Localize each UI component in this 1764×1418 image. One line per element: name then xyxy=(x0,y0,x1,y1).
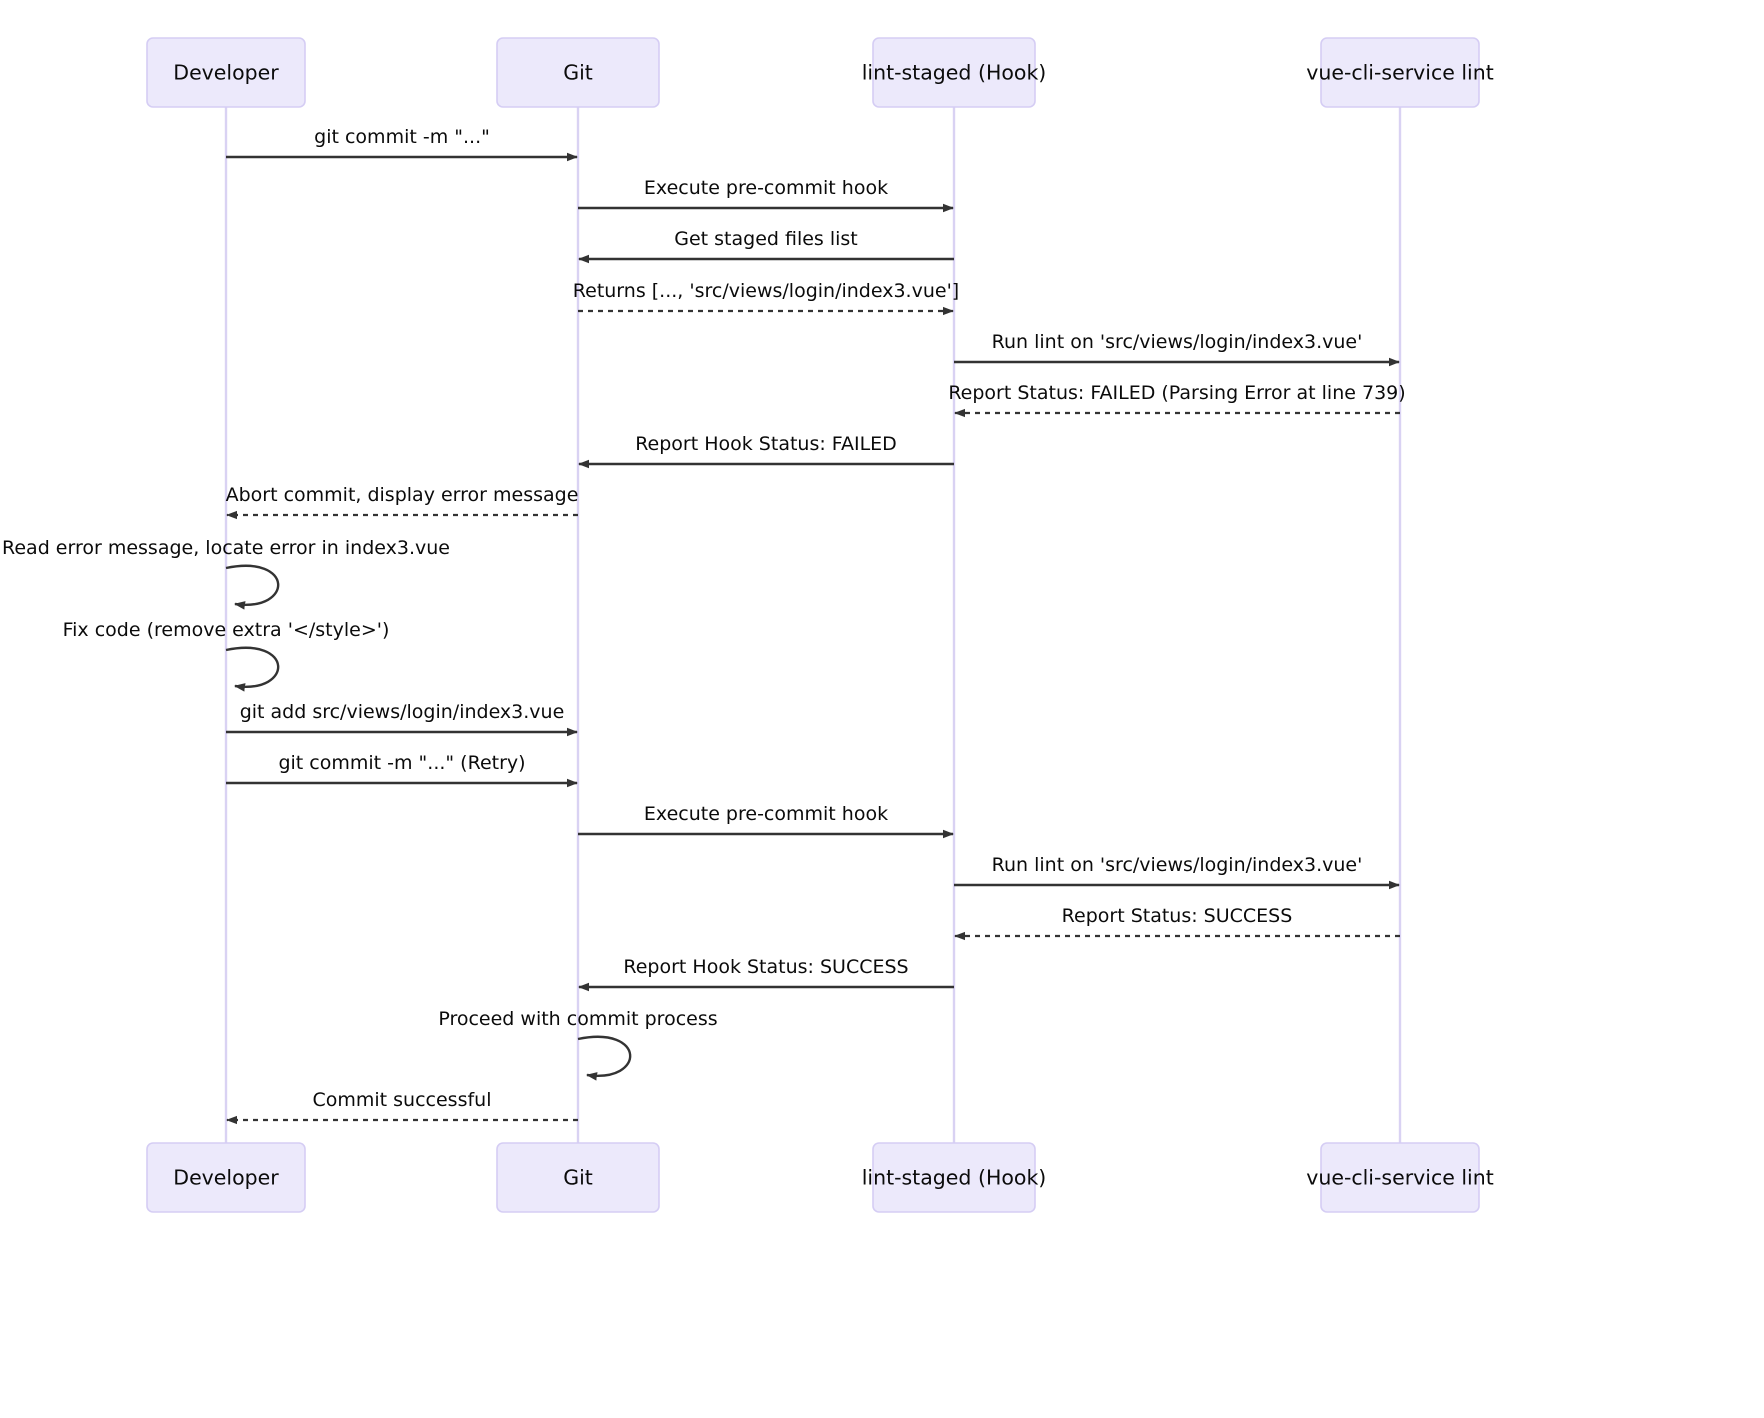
actor-label-developer-bottom: Developer xyxy=(173,1166,279,1190)
actor-box-git-top[interactable] xyxy=(496,37,660,108)
message-7[interactable]: Abort commit, display error message xyxy=(226,484,579,520)
self-loop-arrow-9 xyxy=(225,646,280,692)
actor-label-lintstaged-top: lint-staged (Hook) xyxy=(862,61,1047,85)
message-label-16: Proceed with commit process xyxy=(438,1008,717,1030)
actors-bottom-group: Developer Git lint-staged (Hook) vue-cli-se… xyxy=(146,1142,1494,1213)
message-17[interactable]: Commit successful xyxy=(226,1089,578,1125)
message-11[interactable]: git commit -m "..." (Retry) xyxy=(226,752,578,788)
message-label-4: Run lint on 'src/views/login/index3.vue' xyxy=(992,331,1363,353)
message-2[interactable]: Get staged files list xyxy=(578,228,954,264)
message-label-17: Commit successful xyxy=(312,1089,491,1111)
message-label-7: Abort commit, display error message xyxy=(226,484,579,506)
lifelines-group xyxy=(224,107,1402,1143)
message-label-6: Report Hook Status: FAILED xyxy=(635,433,897,455)
message-6[interactable]: Report Hook Status: FAILED xyxy=(578,433,954,469)
message-3[interactable]: Returns [..., 'src/views/login/index3.vu… xyxy=(573,280,959,316)
message-label-5: Report Status: FAILED (Parsing Error at … xyxy=(948,382,1405,404)
message-1[interactable]: Execute pre-commit hook xyxy=(578,177,954,213)
message-8[interactable]: Read error message, locate error in inde… xyxy=(2,537,450,610)
message-label-10: git add src/views/login/index3.vue xyxy=(240,701,565,723)
message-label-0: git commit -m "..." xyxy=(314,126,490,148)
actor-box-lintstaged-top[interactable] xyxy=(872,37,1036,108)
message-label-14: Report Status: SUCCESS xyxy=(1062,905,1293,927)
message-13[interactable]: Run lint on 'src/views/login/index3.vue' xyxy=(954,854,1400,890)
message-4[interactable]: Run lint on 'src/views/login/index3.vue' xyxy=(954,331,1400,367)
actor-box-developer-bottom[interactable] xyxy=(146,1142,306,1213)
actor-box-vuelint-bottom[interactable] xyxy=(1320,1142,1480,1213)
self-loop-arrow-16 xyxy=(577,1035,632,1081)
messages-group: git commit -m "..." Execute pre-commit ho… xyxy=(2,126,1406,1125)
actor-label-git-bottom: Git xyxy=(563,1166,593,1190)
actor-label-developer-top: Developer xyxy=(173,61,279,85)
actor-label-git-top: Git xyxy=(563,61,593,85)
message-label-8: Read error message, locate error in inde… xyxy=(2,537,450,559)
message-5[interactable]: Report Status: FAILED (Parsing Error at … xyxy=(948,382,1406,418)
message-12[interactable]: Execute pre-commit hook xyxy=(578,803,954,839)
self-loop-arrow-8 xyxy=(225,564,280,610)
message-label-3: Returns [..., 'src/views/login/index3.vu… xyxy=(573,280,959,302)
message-label-15: Report Hook Status: SUCCESS xyxy=(623,956,908,978)
actor-box-git-bottom[interactable] xyxy=(496,1142,660,1213)
message-14[interactable]: Report Status: SUCCESS xyxy=(954,905,1400,941)
message-10[interactable]: git add src/views/login/index3.vue xyxy=(226,701,578,737)
actor-label-vuelint-top: vue-cli-service lint xyxy=(1306,61,1494,85)
message-label-9: Fix code (remove extra '</style>') xyxy=(63,619,390,641)
message-15[interactable]: Report Hook Status: SUCCESS xyxy=(578,956,954,992)
actor-box-lintstaged-bottom[interactable] xyxy=(872,1142,1036,1213)
message-label-2: Get staged files list xyxy=(674,228,858,250)
actor-box-vuelint-top[interactable] xyxy=(1320,37,1480,108)
actor-label-lintstaged-bottom: lint-staged (Hook) xyxy=(862,1166,1047,1190)
message-9[interactable]: Fix code (remove extra '</style>') xyxy=(63,619,390,692)
message-label-13: Run lint on 'src/views/login/index3.vue' xyxy=(992,854,1363,876)
message-label-11: git commit -m "..." (Retry) xyxy=(278,752,525,774)
actors-top-group: Developer Git lint-staged (Hook) vue-cli-se… xyxy=(146,37,1494,108)
message-16[interactable]: Proceed with commit process xyxy=(438,1008,718,1081)
message-0[interactable]: git commit -m "..." xyxy=(226,126,578,162)
actor-label-vuelint-bottom: vue-cli-service lint xyxy=(1306,1166,1494,1190)
message-label-1: Execute pre-commit hook xyxy=(644,177,888,199)
actor-box-developer-top[interactable] xyxy=(146,37,306,108)
message-label-12: Execute pre-commit hook xyxy=(644,803,888,825)
